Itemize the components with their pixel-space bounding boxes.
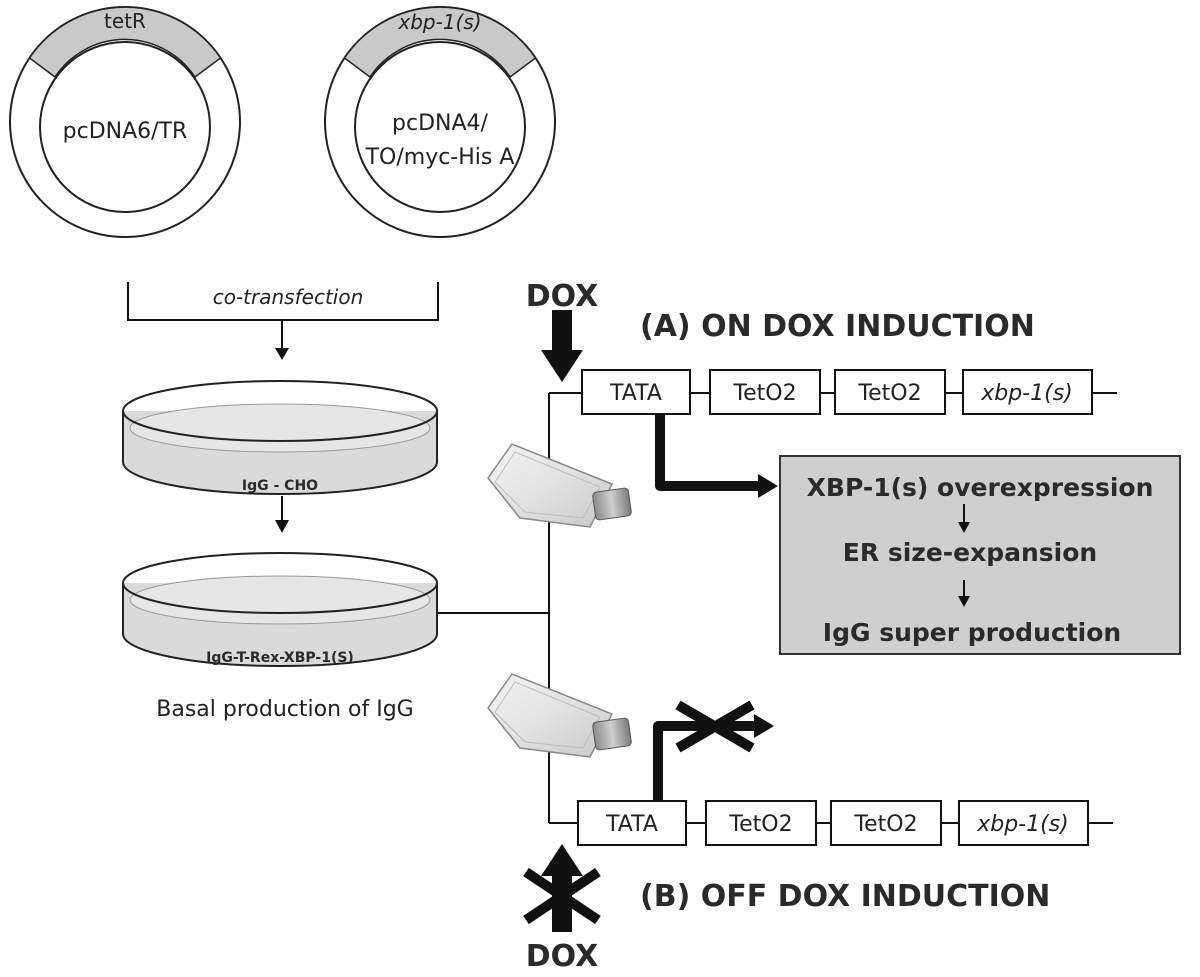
plasmid-right-name-line2: TO/myc-His A bbox=[365, 145, 515, 170]
teto2-box bbox=[834, 369, 946, 415]
dish-arrow bbox=[275, 496, 289, 533]
petri-dish-igg-cho: IgG - CHO bbox=[122, 380, 438, 495]
off-dox-section: TATA TetO2 TetO2 xbp-1(s) DOX (B) OFF DO… bbox=[523, 700, 1113, 974]
result-box: XBP-1(s) overexpression ER size-expansio… bbox=[779, 455, 1181, 655]
arrow-down-icon bbox=[275, 520, 289, 533]
on-dox-title: (A) ON DOX INDUCTION bbox=[640, 309, 1035, 344]
element-label: TetO2 bbox=[857, 381, 921, 406]
culture-flask-on bbox=[487, 443, 632, 528]
tetr-gene-segment bbox=[28, 6, 222, 79]
result-line1: XBP-1(s) overexpression bbox=[807, 473, 1154, 502]
xbp1s-gene-segment bbox=[343, 6, 537, 79]
teto2-box bbox=[705, 800, 817, 846]
plasmid-pcdna6-tr: tetR pcDNA6/TR bbox=[9, 6, 241, 238]
teto2-box bbox=[830, 800, 942, 846]
dish2-label: IgG-T-Rex-XBP-1(S) bbox=[206, 650, 354, 666]
block-cross-icon bbox=[675, 700, 755, 753]
tata-box bbox=[581, 369, 691, 415]
on-dox-section: DOX (A) ON DOX INDUCTION TATA TetO2 TetO… bbox=[526, 279, 1117, 498]
xbp1s-gene-label: xbp-1(s) bbox=[397, 10, 481, 34]
cotransfection-label: co-transfection bbox=[213, 285, 364, 309]
element-label: TetO2 bbox=[728, 812, 792, 837]
construct-on: TATA TetO2 TetO2 xbp-1(s) bbox=[581, 369, 1117, 415]
plasmid-inner-ring bbox=[354, 41, 526, 213]
plasmid-left-name: pcDNA6/TR bbox=[63, 119, 188, 144]
xbp1s-box bbox=[962, 369, 1093, 415]
element-label: TATA bbox=[605, 812, 658, 837]
arrow-down-icon bbox=[958, 596, 970, 607]
dox-arrow-shaft bbox=[552, 310, 572, 352]
dox-label-off: DOX bbox=[526, 939, 598, 974]
tetr-gene-label: tetR bbox=[104, 9, 146, 33]
dish1-label: IgG - CHO bbox=[242, 478, 318, 494]
dox-label-on: DOX bbox=[526, 279, 598, 314]
element-label: TetO2 bbox=[732, 381, 796, 406]
arrow-down-icon bbox=[958, 522, 970, 533]
element-label: xbp-1(s) bbox=[980, 381, 1073, 406]
off-dox-title: (B) OFF DOX INDUCTION bbox=[640, 879, 1050, 914]
xbp1s-box bbox=[958, 800, 1089, 846]
element-label: TATA bbox=[609, 381, 662, 406]
result-line3: IgG super production bbox=[823, 618, 1121, 647]
plasmid-inner-ring bbox=[39, 41, 211, 213]
plasmid-right-name-line1: pcDNA4/ bbox=[392, 111, 489, 136]
teto2-box bbox=[709, 369, 821, 415]
element-label: TetO2 bbox=[853, 812, 917, 837]
element-label: xbp-1(s) bbox=[976, 812, 1069, 837]
arrow-right-icon bbox=[758, 474, 778, 498]
arrow-right-icon bbox=[754, 714, 774, 738]
plasmid-pcdna4-to: xbp-1(s) pcDNA4/ TO/myc-His A bbox=[324, 6, 556, 238]
transcription-arrow bbox=[655, 414, 760, 491]
basal-production-label: Basal production of IgG bbox=[156, 697, 413, 722]
block-cross-icon bbox=[523, 867, 601, 925]
culture-flask-off bbox=[487, 673, 632, 758]
arrow-down-icon bbox=[275, 348, 289, 360]
dox-arrow-head-icon bbox=[541, 844, 583, 876]
result-line2: ER size-expansion bbox=[843, 538, 1097, 567]
petri-dish-igg-trex-xbp1: IgG-T-Rex-XBP-1(S) bbox=[122, 552, 438, 667]
tata-box bbox=[577, 800, 687, 846]
dox-arrow-head-icon bbox=[541, 350, 583, 382]
cotransfection-bracket: co-transfection bbox=[127, 282, 439, 360]
construct-off: TATA TetO2 TetO2 xbp-1(s) bbox=[577, 800, 1113, 846]
